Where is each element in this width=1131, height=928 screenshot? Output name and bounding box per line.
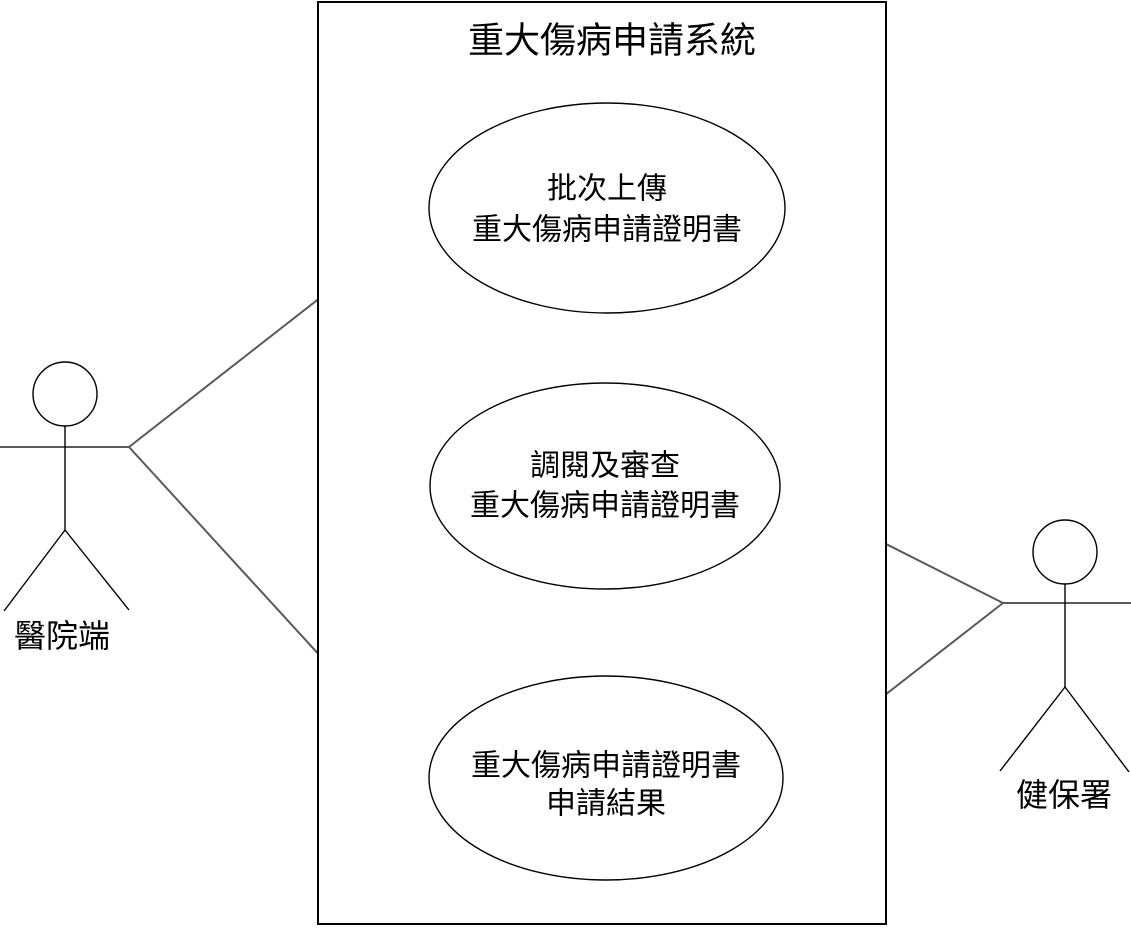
usecase-review-label-line2: 重大傷病申請證明書: [470, 490, 740, 523]
usecase-review-label-line1: 調閱及審查: [530, 450, 680, 483]
actor-hospital: 醫院端: [3, 361, 130, 654]
usecase-batch-upload-label-line1: 批次上傳: [547, 173, 667, 206]
hospital-actor-label: 醫院端: [14, 618, 110, 654]
usecase-batch-upload: 批次上傳 重大傷病申請證明書: [428, 102, 786, 314]
usecase-apply-result-label-line2: 申請結果: [546, 788, 666, 821]
hospital-actor-left-leg: [3, 529, 66, 612]
nhi-actor-label: 健保署: [1016, 777, 1112, 813]
usecase-apply-result-ellipse: [428, 675, 784, 881]
nhi-actor-left-leg: [999, 686, 1066, 772]
usecase-batch-upload-label-line2: 重大傷病申請證明書: [472, 214, 742, 247]
nhi-actor-right-leg: [1064, 686, 1130, 773]
usecase-review-ellipse: [429, 382, 781, 590]
usecase-review: 調閱及審查 重大傷病申請證明書: [429, 382, 781, 590]
usecase-apply-result: 重大傷病申請證明書 申請結果: [428, 675, 784, 881]
usecase-batch-upload-ellipse: [428, 102, 786, 314]
system-title: 重大傷病申請系統: [468, 20, 756, 61]
hospital-actor-right-leg: [64, 529, 130, 611]
usecase-apply-result-label-line1: 重大傷病申請證明書: [471, 750, 741, 783]
actor-nhi: 健保署: [999, 519, 1130, 813]
